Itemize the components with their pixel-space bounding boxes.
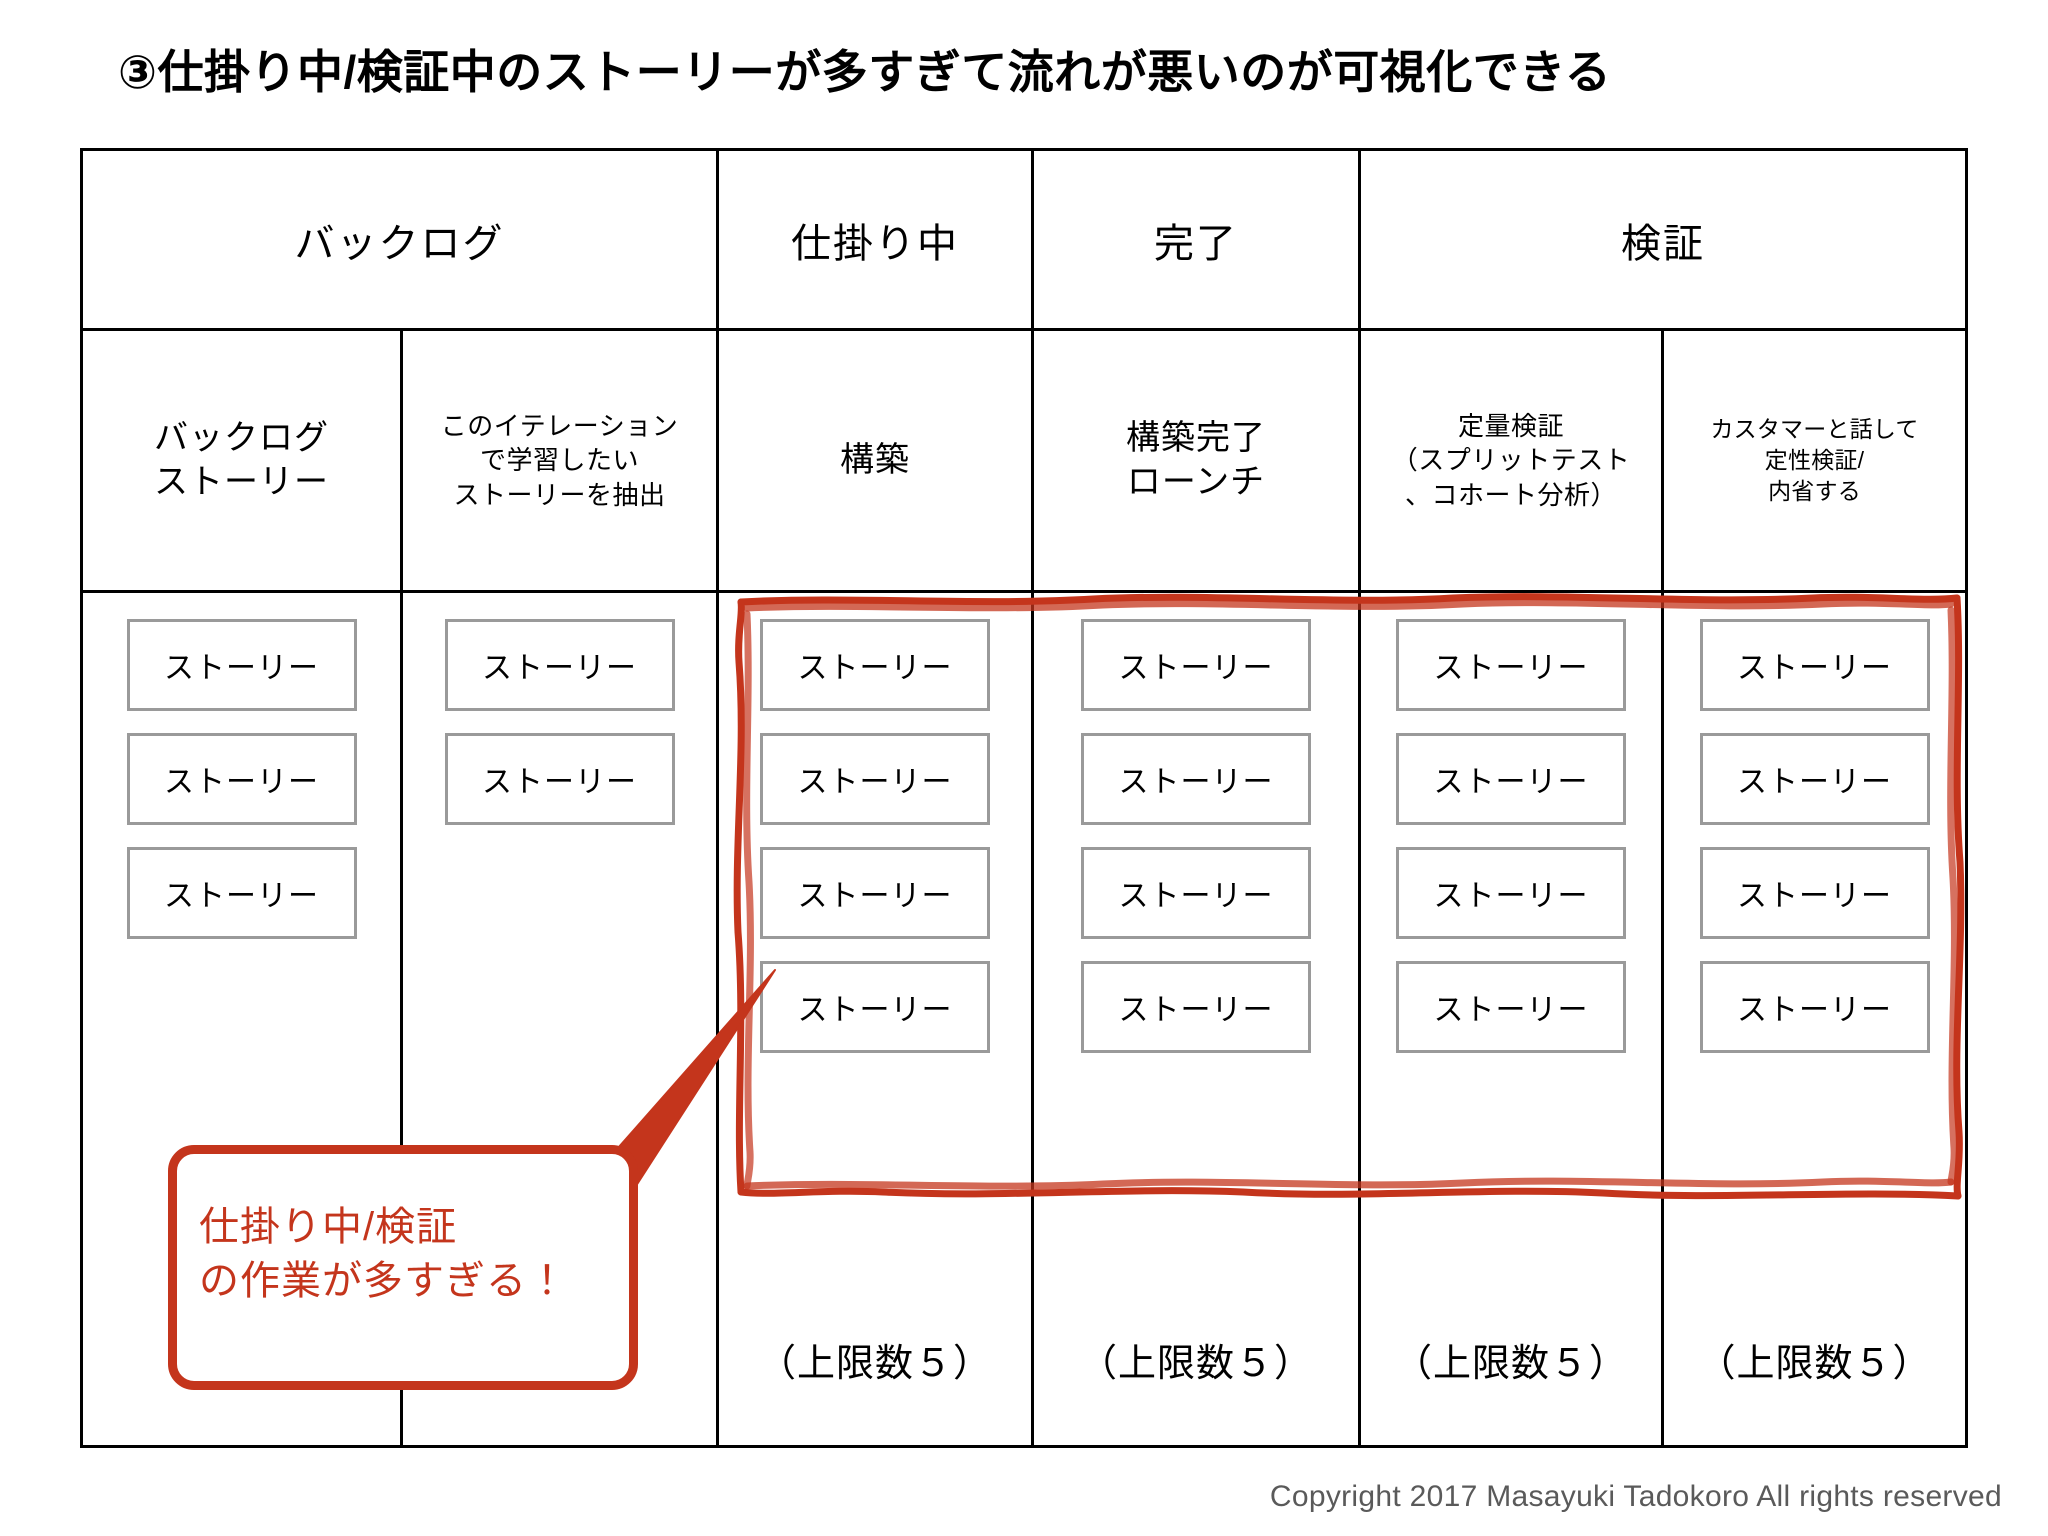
story-card[interactable]: ストーリー: [1699, 733, 1930, 825]
story-card[interactable]: ストーリー: [760, 733, 990, 825]
wip-limit-label: （上限数５）: [1697, 1343, 1932, 1385]
subheader-line: ストーリー: [154, 462, 329, 501]
story-card[interactable]: ストーリー: [1699, 961, 1930, 1053]
callout-text: 仕掛り中/検証 の作業が多すぎる！: [199, 1200, 615, 1309]
board-subheader-row: バックログ ストーリー このイテレーション で学習したい ストーリーを抽出 構築…: [83, 331, 1965, 593]
story-card[interactable]: ストーリー: [1396, 733, 1626, 825]
column-quantitative-validation: ストーリー ストーリー ストーリー ストーリー （上限数５）: [1358, 593, 1661, 1445]
column-iteration-selected: ストーリー ストーリー: [400, 593, 716, 1445]
story-card[interactable]: ストーリー: [1699, 619, 1930, 711]
callout-line: 仕掛り中/検証: [199, 1205, 458, 1249]
column-build-complete: ストーリー ストーリー ストーリー ストーリー （上限数５）: [1031, 593, 1358, 1445]
subheader-line: ローンチ: [1126, 462, 1266, 501]
story-card[interactable]: ストーリー: [444, 619, 675, 711]
column-backlog-stories: ストーリー ストーリー ストーリー: [83, 593, 400, 1445]
story-card[interactable]: ストーリー: [1396, 619, 1626, 711]
subheader-line: カスタマーと話して: [1710, 416, 1919, 443]
story-card[interactable]: ストーリー: [760, 619, 990, 711]
subheader-backlog-stories: バックログ ストーリー: [83, 331, 400, 590]
subheader-line: （スプリットテスト: [1391, 445, 1631, 476]
story-card[interactable]: ストーリー: [1081, 619, 1311, 711]
story-card[interactable]: ストーリー: [1081, 733, 1311, 825]
subheader-iteration-selected: このイテレーション で学習したい ストーリーを抽出: [400, 331, 716, 590]
subheader-line: 定性検証/: [1764, 447, 1865, 474]
copyright-notice: Copyright 2017 Masayuki Tadokoro All rig…: [1269, 1480, 2002, 1513]
subheader-line: 構築完了: [1126, 418, 1266, 457]
story-card[interactable]: ストーリー: [760, 961, 990, 1053]
kanban-board: バックログ 仕掛り中 完了 検証 バックログ ストーリー このイテレーション で…: [80, 148, 1968, 1448]
subheader-line: 定量検証: [1457, 411, 1564, 442]
column-qualitative-validation: ストーリー ストーリー ストーリー ストーリー （上限数５）: [1661, 593, 1965, 1445]
subheader-line: バックログ: [154, 418, 329, 457]
wip-limit-label: （上限数５）: [1078, 1343, 1313, 1385]
story-card[interactable]: ストーリー: [1081, 961, 1311, 1053]
column-build: ストーリー ストーリー ストーリー ストーリー （上限数５）: [716, 593, 1031, 1445]
board-cards-row: ストーリー ストーリー ストーリー ストーリー ストーリー ストーリー ストーリ…: [83, 593, 1965, 1445]
story-card[interactable]: ストーリー: [760, 847, 990, 939]
subheader-line: 内省する: [1768, 477, 1861, 504]
callout-bubble: 仕掛り中/検証 の作業が多すぎる！: [168, 1145, 638, 1390]
page-title: ③仕掛り中/検証中のストーリーが多すぎて流れが悪いのが可視化できる: [118, 46, 1612, 98]
subheader-line: 、コホート分析）: [1404, 479, 1617, 510]
header-backlog: バックログ: [294, 221, 505, 266]
story-card[interactable]: ストーリー: [1699, 847, 1930, 939]
header-done: 完了: [1031, 151, 1358, 328]
header-wip: 仕掛り中: [716, 151, 1031, 328]
wip-limit-label: （上限数５）: [757, 1343, 992, 1385]
board-header-row: バックログ 仕掛り中 完了 検証: [83, 151, 1965, 331]
subheader-build-complete: 構築完了 ローンチ: [1031, 331, 1358, 590]
story-card[interactable]: ストーリー: [444, 733, 675, 825]
subheader-line: このイテレーション: [440, 411, 679, 442]
subheader-line: ストーリーを抽出: [453, 479, 666, 510]
story-card[interactable]: ストーリー: [126, 847, 357, 939]
story-card[interactable]: ストーリー: [126, 619, 357, 711]
subheader-qualitative-validation: カスタマーと話して 定性検証/ 内省する: [1661, 331, 1965, 590]
story-card[interactable]: ストーリー: [1396, 961, 1626, 1053]
subheader-line: 構築: [840, 440, 910, 479]
subheader-quantitative-validation: 定量検証 （スプリットテスト 、コホート分析）: [1358, 331, 1661, 590]
subheader-line: で学習したい: [479, 445, 639, 476]
header-validate: 検証: [1358, 151, 1965, 328]
story-card[interactable]: ストーリー: [1081, 847, 1311, 939]
wip-limit-label: （上限数５）: [1393, 1343, 1628, 1385]
subheader-build: 構築: [716, 331, 1031, 590]
story-card[interactable]: ストーリー: [1396, 847, 1626, 939]
callout-line: の作業が多すぎる！: [199, 1259, 568, 1304]
story-card[interactable]: ストーリー: [126, 733, 357, 825]
